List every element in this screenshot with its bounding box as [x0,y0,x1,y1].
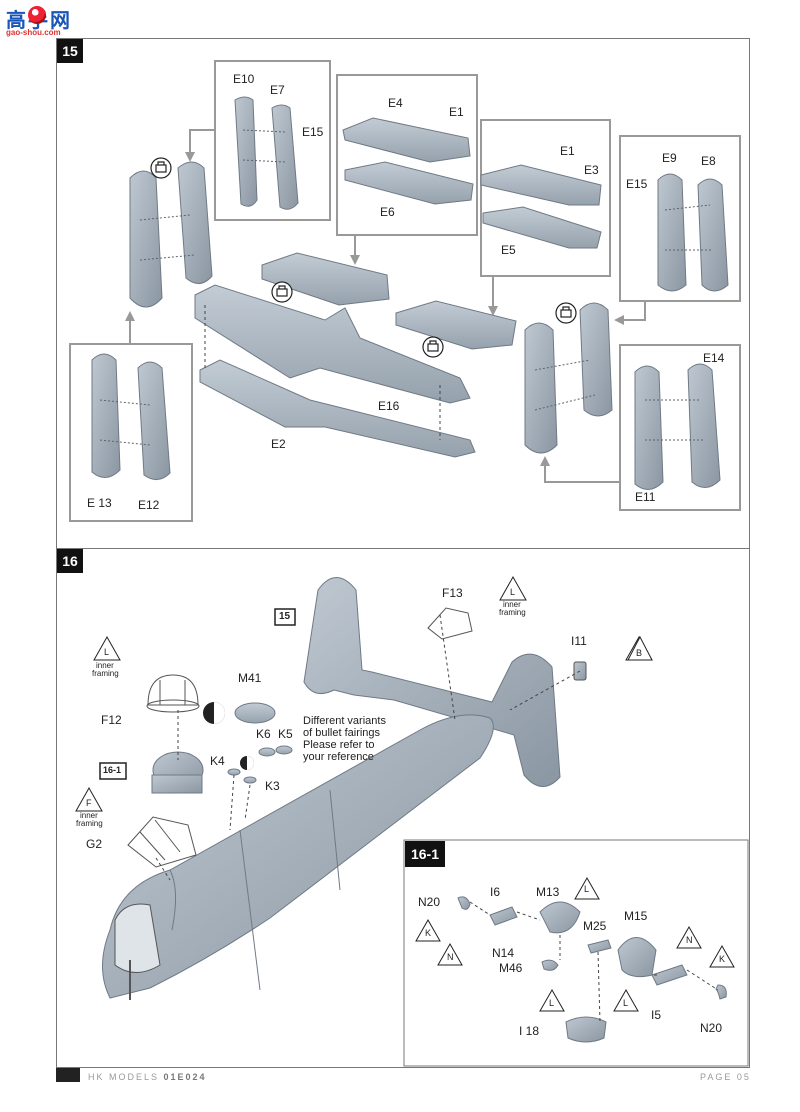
bullet-fairing-note: Different variants of bullet fairings Pl… [303,715,386,763]
marker-b: B [636,648,643,658]
step-15-badge: 15 [57,39,83,63]
canopy-f13 [427,607,473,640]
step15-rudder-parts [91,96,729,490]
label-e15b: E15 [626,177,648,191]
marker-n-b: N [686,935,693,945]
note-line-2: of bullet fairings [303,727,381,739]
step-16-1-badge: 16-1 [405,841,445,867]
fuselage [102,714,494,999]
label-e2: E2 [271,437,286,451]
label-e5: E5 [501,243,516,257]
framing-left: framing [92,669,119,678]
label-e13: E 13 [87,496,112,510]
label-e14: E14 [703,351,725,365]
b-marker-icon [627,636,653,661]
label-k3: K3 [265,779,280,793]
footer-code: 01E024 [163,1072,207,1082]
note-line-4: your reference [303,751,374,763]
framing-f: framing [76,819,103,828]
step15-elevator-parts [261,117,602,350]
reference-boxes [99,608,296,780]
label-n20b: N20 [700,1021,723,1035]
label-e3: E3 [584,163,599,177]
page-frame [56,38,750,1068]
tail-assembly [303,577,561,787]
ref-step-16-1: 16-1 [103,765,122,775]
stabilizer-lower-e2 [199,359,476,458]
turret-f12 [146,674,200,713]
label-m25: M25 [583,919,607,933]
marker-l-top: L [510,587,516,597]
label-f12: F12 [101,713,122,727]
label-e4: E4 [388,96,403,110]
sub16-1-parts [457,896,727,1043]
label-k4: K4 [210,754,225,768]
watermark-ball-icon [28,6,46,24]
label-g2: G2 [86,837,103,851]
ref-step-15: 15 [279,611,291,622]
marker-l-c: L [623,998,629,1008]
hk-logo-icon [56,1068,80,1082]
inner-left: inner [96,661,114,670]
marker-l-a: L [584,884,590,894]
canopy-g2 [127,816,197,868]
decal-circles [203,702,254,770]
label-n20a: N20 [418,895,441,909]
marker-k-a: K [425,928,432,938]
footer-brand-name: HK MODELS [88,1072,160,1082]
label-e1a: E1 [449,105,464,119]
label-e7: E7 [270,83,285,97]
footer-page: PAGE 05 [700,1072,751,1082]
marker-f: F [86,798,92,808]
label-m46: M46 [499,961,523,975]
step-16-badge: 16 [57,549,83,573]
label-e6: E6 [380,205,395,219]
label-e9: E9 [662,151,677,165]
label-i6: I6 [490,885,501,899]
label-i11: I11 [571,634,587,648]
label-k6: K6 [256,727,271,741]
watermark-url: gao-shou.com [6,28,61,37]
label-f13: F13 [442,586,463,600]
nose-glazing [114,903,161,973]
label-e15a: E15 [302,125,324,139]
inner-f: inner [80,811,98,820]
label-k5: K5 [278,727,293,741]
label-m15: M15 [624,909,648,923]
marker-k-b: K [719,954,726,964]
label-e10: E10 [233,72,255,86]
note-line-1: Different variants [303,715,386,727]
footer-brand: HK MODELS 01E024 [88,1072,207,1082]
step15-arrows [129,129,646,483]
label-n14: N14 [492,946,515,960]
label-e12: E12 [138,498,160,512]
framing-top: framing [499,608,526,617]
label-e11: E11 [635,490,656,504]
sub16-1-triangles [415,876,735,1012]
inner-top: inner [503,600,521,609]
label-i18: I 18 [519,1024,540,1038]
marker-l-b: L [549,998,555,1008]
part-m41 [234,702,276,724]
stabilizer-upper-e16 [194,284,471,404]
label-e16: E16 [378,399,400,413]
marker-l-left: L [104,647,110,657]
label-m41: M41 [238,671,262,685]
note-line-3: Please refer to [303,739,375,751]
label-i5: I5 [651,1008,662,1022]
step15-glue-icons [150,157,577,358]
parts-k [227,745,293,784]
label-m13: M13 [536,885,560,899]
label-e1b: E1 [560,144,575,158]
watermark-logo: 高手网 gao-shou.com [6,4,76,38]
turret-assembled [151,751,204,794]
step-divider [56,548,749,549]
label-e8: E8 [701,154,716,168]
marker-n-a: N [447,952,454,962]
